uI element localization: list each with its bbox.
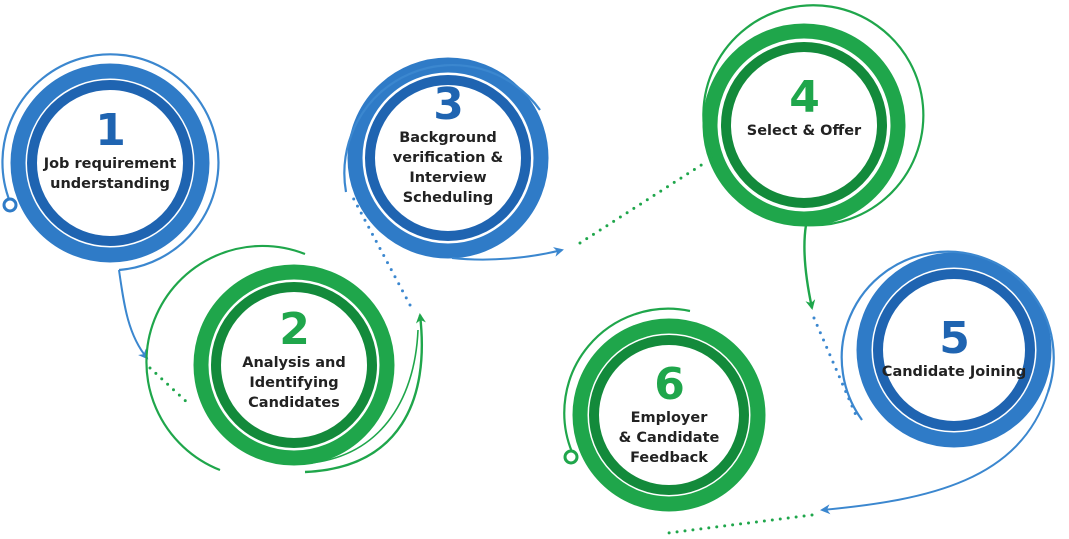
step-1-number: 1 xyxy=(95,105,126,156)
step-6-label-line-3: Feedback xyxy=(630,450,708,466)
connector-4-5-dots xyxy=(812,316,860,422)
connector-3-4-dots xyxy=(578,160,708,245)
step-1-graphic xyxy=(1,53,220,360)
step-2-label-line-3: Candidates xyxy=(248,395,340,411)
step-2-inner-sweep xyxy=(299,329,419,465)
step-1: 1 Job requirement understanding xyxy=(30,108,190,194)
step-4-label-line-1: Select & Offer xyxy=(746,123,862,139)
step-3-orbit-arc xyxy=(343,63,541,193)
step-3-label-line-2: verification & xyxy=(392,150,504,166)
step-2: 2 Analysis and Identifying Candidates xyxy=(214,307,374,413)
step-4: 4 Select & Offer xyxy=(724,75,884,141)
step-1-outer-ring xyxy=(10,63,210,263)
step-6-orbit-arc xyxy=(563,307,691,453)
step-3-number: 3 xyxy=(433,79,464,130)
step-5: 5 Candidate Joining xyxy=(874,316,1034,382)
step-1-orbit-arc xyxy=(1,53,220,272)
step-3-graphic xyxy=(343,57,564,261)
step-4-inner-ring xyxy=(721,42,887,208)
step-3-label-line-3: Interview xyxy=(409,170,487,186)
connector-4-5-arrow xyxy=(803,224,816,310)
step-3-label-line-4: Scheduling xyxy=(402,190,494,206)
step-6-label-line-2: & Candidate xyxy=(618,430,720,446)
step-6-graphic xyxy=(563,307,766,512)
connector-5-6-arrow xyxy=(820,391,1049,515)
connector-5-6-dots xyxy=(666,513,814,535)
step-3: 3 Background verification & Interview Sc… xyxy=(368,82,528,208)
step-2-outer-ring xyxy=(193,264,395,466)
step-4-graphic xyxy=(702,4,925,310)
step-1-start-dot xyxy=(2,197,18,213)
step-1-label-line-1: Job requirement xyxy=(43,156,177,172)
step-5-label-line-1: Candidate Joining xyxy=(881,364,1027,380)
step-2-orbit-arc xyxy=(145,244,306,472)
step-6-number: 6 xyxy=(654,359,685,410)
step-5-inner-ring xyxy=(873,269,1035,431)
connector-3-4-arrow xyxy=(451,247,564,261)
step-2-inner-ring xyxy=(211,282,377,448)
step-6-inner-ring xyxy=(589,335,749,495)
step-6-end-dot xyxy=(563,449,579,465)
step-5-orbit-arc xyxy=(840,250,1055,421)
step-6-label-line-1: Employer xyxy=(630,410,708,426)
step-2-outer-sweep xyxy=(304,313,426,474)
step-6: 6 Employer & Candidate Feedback xyxy=(589,362,749,468)
step-2-graphic xyxy=(145,244,426,474)
step-1-label-line-2: understanding xyxy=(50,176,170,192)
step-3-label-line-1: Background xyxy=(399,130,497,146)
step-4-orbit-arc xyxy=(702,4,925,227)
connector-1-2-dots xyxy=(148,366,192,407)
connector-2-3-dots xyxy=(348,190,412,307)
step-4-number: 4 xyxy=(789,72,820,123)
step-1-inner-ring xyxy=(27,80,193,246)
step-3-inner-ring xyxy=(365,75,531,241)
step-2-label-line-1: Analysis and xyxy=(242,355,346,371)
step-4-outer-ring xyxy=(702,23,906,227)
step-2-number: 2 xyxy=(279,304,310,355)
step-5-graphic xyxy=(820,250,1055,515)
step-6-outer-ring xyxy=(572,318,766,512)
step-2-label-line-2: Identifying xyxy=(249,375,339,391)
step-5-outer-ring xyxy=(856,252,1052,448)
step-5-number: 5 xyxy=(939,313,970,364)
connector-1-2-arrow xyxy=(118,269,149,360)
